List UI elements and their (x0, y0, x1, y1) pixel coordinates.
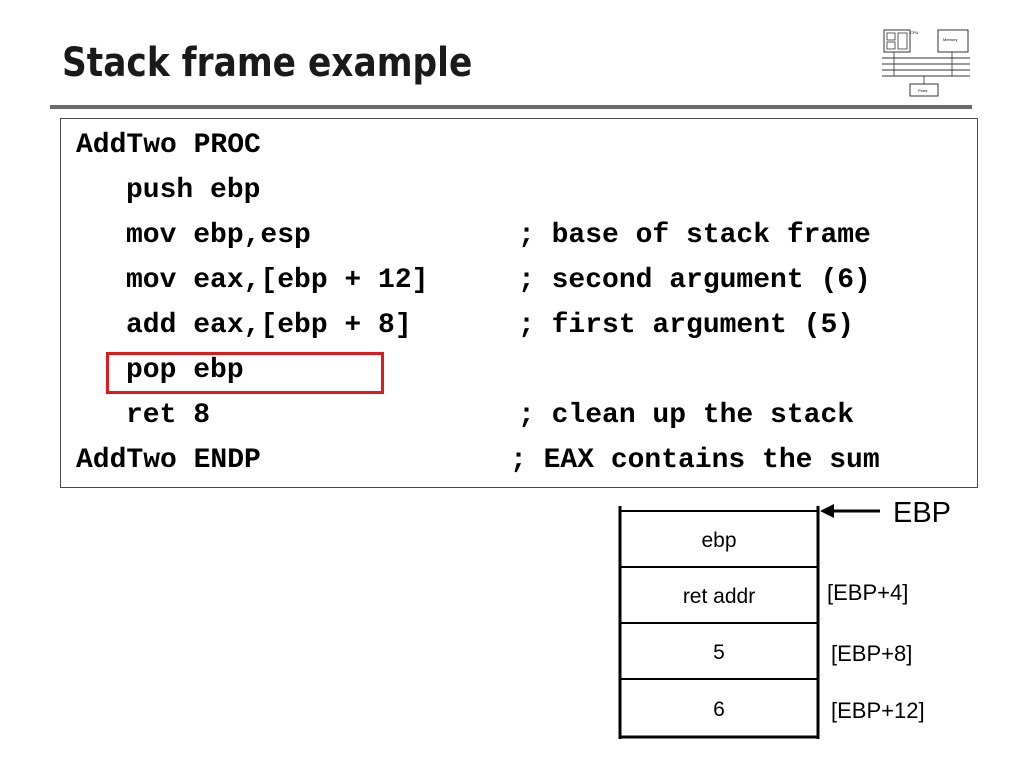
offset-ebp-plus-12: [EBP+12] (831, 698, 925, 723)
stack-cell-ebp: ebp (701, 529, 737, 552)
code-line-add-eax: add eax,[ebp + 8] (126, 310, 412, 341)
code-line-push: push ebp (126, 175, 261, 206)
code-listing-box (60, 118, 978, 488)
ebp-pointer-arrowhead (820, 504, 834, 518)
comment-clean-up: ; clean up the stack (518, 400, 855, 431)
comment-first-argument: ; first argument (5) (518, 310, 855, 341)
stack-cell-arg-6: 6 (713, 698, 725, 721)
code-line-endp: AddTwo ENDP (76, 445, 261, 476)
logo-cpu-label: CPU (910, 30, 919, 35)
pop-ebp-highlight (106, 352, 384, 394)
stack-cell-arg-5: 5 (713, 641, 725, 664)
logo-memory-label: Memory (943, 37, 957, 42)
code-line-mov-eax: mov eax,[ebp + 12] (126, 265, 429, 296)
slide-title: Stack frame example (62, 40, 473, 86)
code-line-ret: ret 8 (126, 400, 211, 431)
title-rule (50, 105, 972, 109)
code-line-pop: pop ebp (126, 355, 244, 386)
logo-ports-label: Ports (918, 88, 927, 93)
offset-ebp-plus-8: [EBP+8] (831, 641, 913, 666)
comment-eax-sum: ; EAX contains the sum (510, 445, 880, 476)
ebp-pointer-label: EBP (893, 497, 952, 529)
stack-cell-ret-addr: ret addr (682, 585, 756, 608)
code-line-mov-ebp: mov ebp,esp (126, 220, 311, 251)
computer-architecture-logo: CPU Memory Ports (882, 29, 970, 97)
comment-second-argument: ; second argument (6) (518, 265, 871, 296)
code-line-proc: AddTwo PROC (76, 130, 261, 161)
offset-ebp-plus-4: [EBP+4] (827, 580, 909, 605)
comment-base-of-stack-frame: ; base of stack frame (518, 220, 871, 251)
